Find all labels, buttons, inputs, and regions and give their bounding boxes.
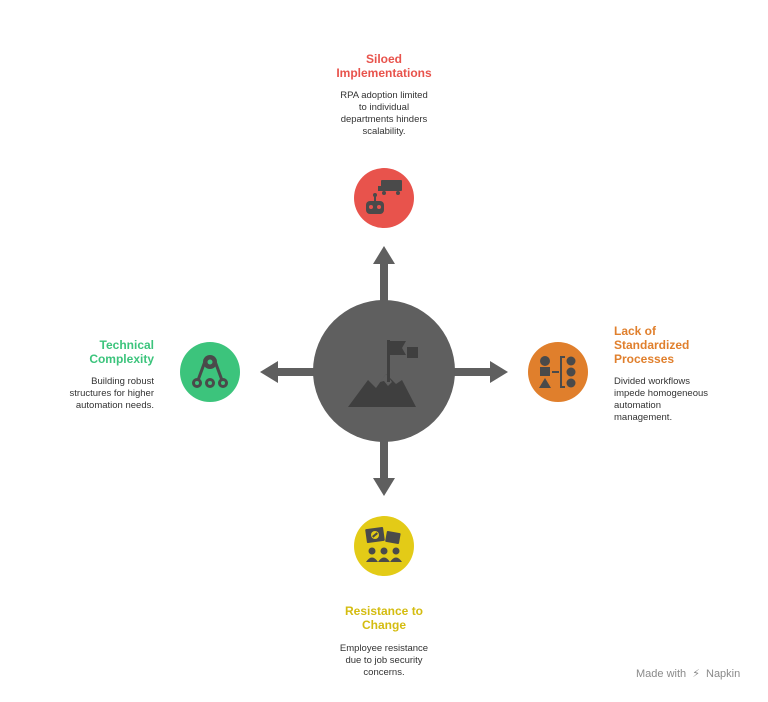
watermark-prefix: Made with	[636, 668, 687, 680]
mountain-flag-icon	[348, 340, 418, 407]
technical-node-circle	[180, 342, 240, 402]
resistance-title: Resistance to Change	[344, 604, 424, 632]
resistance-node-circle	[354, 516, 414, 576]
siloed-title: Siloed Implementations	[336, 52, 432, 80]
robot-truck-icon	[366, 180, 402, 214]
siloed-node-circle	[354, 168, 414, 228]
arrow-up	[373, 246, 395, 302]
standardized-description: Divided workflows impede homogeneous aut…	[614, 376, 709, 423]
watermark: Made with ⚡ Napkin	[636, 667, 740, 680]
center-circle	[313, 300, 455, 442]
protest-group-icon	[365, 526, 402, 562]
arrow-left	[260, 361, 316, 383]
process-shapes-icon	[539, 356, 576, 388]
standardized-title: Lack of Standardized Processes	[614, 324, 690, 366]
resistance-description: Employee resistance due to job security …	[339, 643, 429, 678]
technical-description: Building robust structures for higher au…	[69, 376, 154, 411]
technical-title: Technical Complexity	[89, 338, 154, 366]
napkin-logo-icon: ⚡	[692, 668, 700, 680]
gear-conveyor-icon	[192, 355, 228, 388]
siloed-description: RPA adoption limited to individual depar…	[340, 90, 428, 137]
arrow-right	[454, 361, 508, 383]
watermark-brand: Napkin	[706, 668, 741, 680]
arrow-down	[373, 440, 395, 496]
